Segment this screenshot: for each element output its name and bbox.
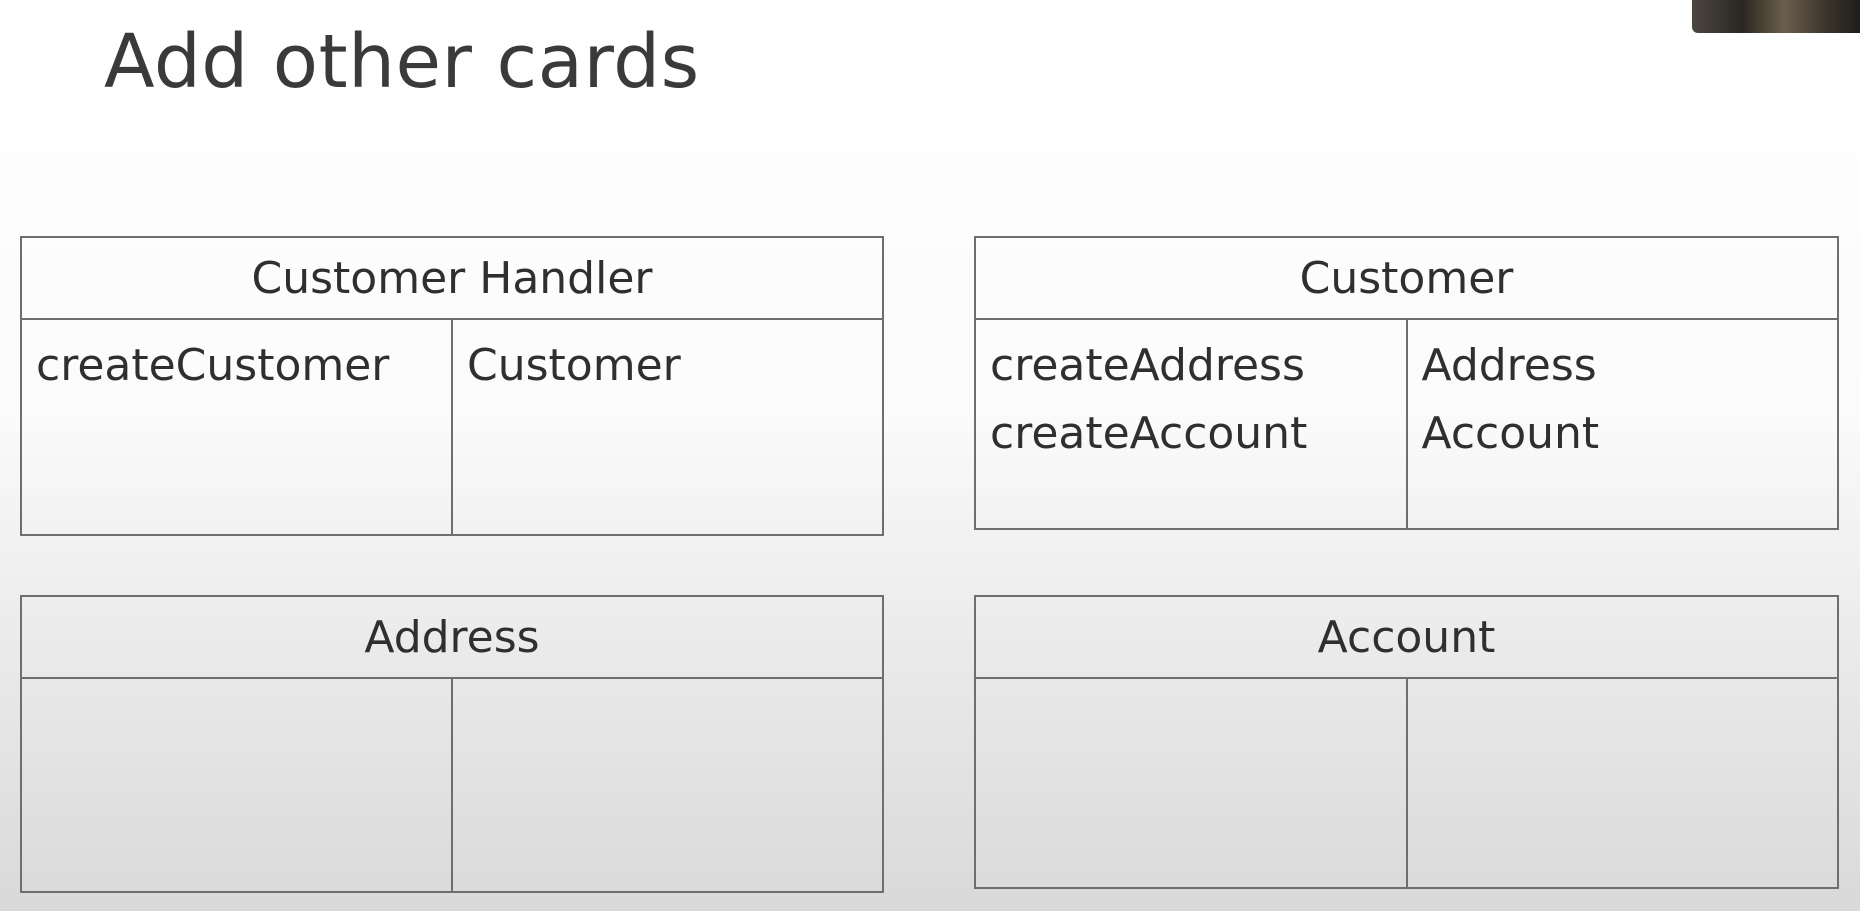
responsibility-item: createAddress bbox=[990, 340, 1305, 391]
collaborators-column: Customer bbox=[453, 320, 882, 534]
card-body bbox=[22, 679, 882, 891]
collaborator-item: Customer bbox=[467, 340, 681, 391]
responsibility-item: createCustomer bbox=[36, 340, 390, 391]
crc-card-customer-handler: Customer Handler createCustomer Customer bbox=[20, 236, 884, 536]
crc-card-account: Account bbox=[974, 595, 1839, 889]
responsibility-item: createAccount bbox=[990, 408, 1308, 459]
collaborators-column: Address Account bbox=[1408, 320, 1838, 528]
card-title: Address bbox=[22, 597, 882, 679]
collaborators-column bbox=[453, 679, 882, 891]
card-title: Customer Handler bbox=[22, 238, 882, 320]
responsibilities-column: createCustomer bbox=[22, 320, 453, 534]
card-title: Account bbox=[976, 597, 1837, 679]
slide-title: Add other cards bbox=[104, 19, 700, 105]
responsibilities-column: createAddress createAccount bbox=[976, 320, 1408, 528]
webcam-thumbnail bbox=[1692, 0, 1860, 33]
card-body: createAddress createAccount Address Acco… bbox=[976, 320, 1837, 528]
responsibilities-column bbox=[976, 679, 1408, 887]
card-title: Customer bbox=[976, 238, 1837, 320]
crc-card-address: Address bbox=[20, 595, 884, 893]
card-body: createCustomer Customer bbox=[22, 320, 882, 534]
collaborator-item: Account bbox=[1421, 408, 1600, 459]
card-body bbox=[976, 679, 1837, 887]
crc-card-customer: Customer createAddress createAccount Add… bbox=[974, 236, 1839, 530]
responsibilities-column bbox=[22, 679, 453, 891]
collaborator-item: Address bbox=[1421, 340, 1597, 391]
collaborators-column bbox=[1408, 679, 1838, 887]
